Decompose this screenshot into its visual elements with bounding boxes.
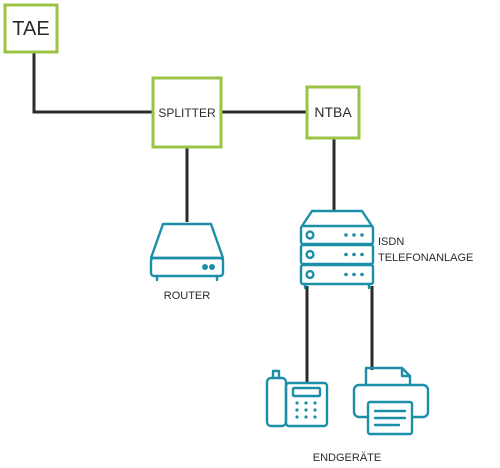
tae-node: TAE [3,3,59,54]
ntba-label: NTBA [314,104,352,120]
router-icon [149,222,225,282]
splitter-label: SPLITTER [158,106,216,120]
tae-box [3,3,59,54]
isdn-label: ISDN TELEFONANLAGE [378,236,473,264]
ntba-node: NTBA [305,85,361,140]
splitter-box [151,76,223,149]
ntba-box [305,85,361,140]
printer-icon [352,366,430,436]
isdn-label-line2: TELEFONANLAGE [378,252,473,264]
splitter-node: SPLITTER [151,76,223,149]
endgeraete-label: ENDGERÄTE [313,452,381,464]
isdn-label-line1: ISDN [378,236,404,248]
tae-label: TAE [12,18,49,40]
router-label: ROUTER [164,290,211,302]
connections [32,53,374,383]
desk-phone-icon [265,369,329,428]
server-rack-icon [299,209,375,290]
line-tae-splitter [32,53,153,114]
